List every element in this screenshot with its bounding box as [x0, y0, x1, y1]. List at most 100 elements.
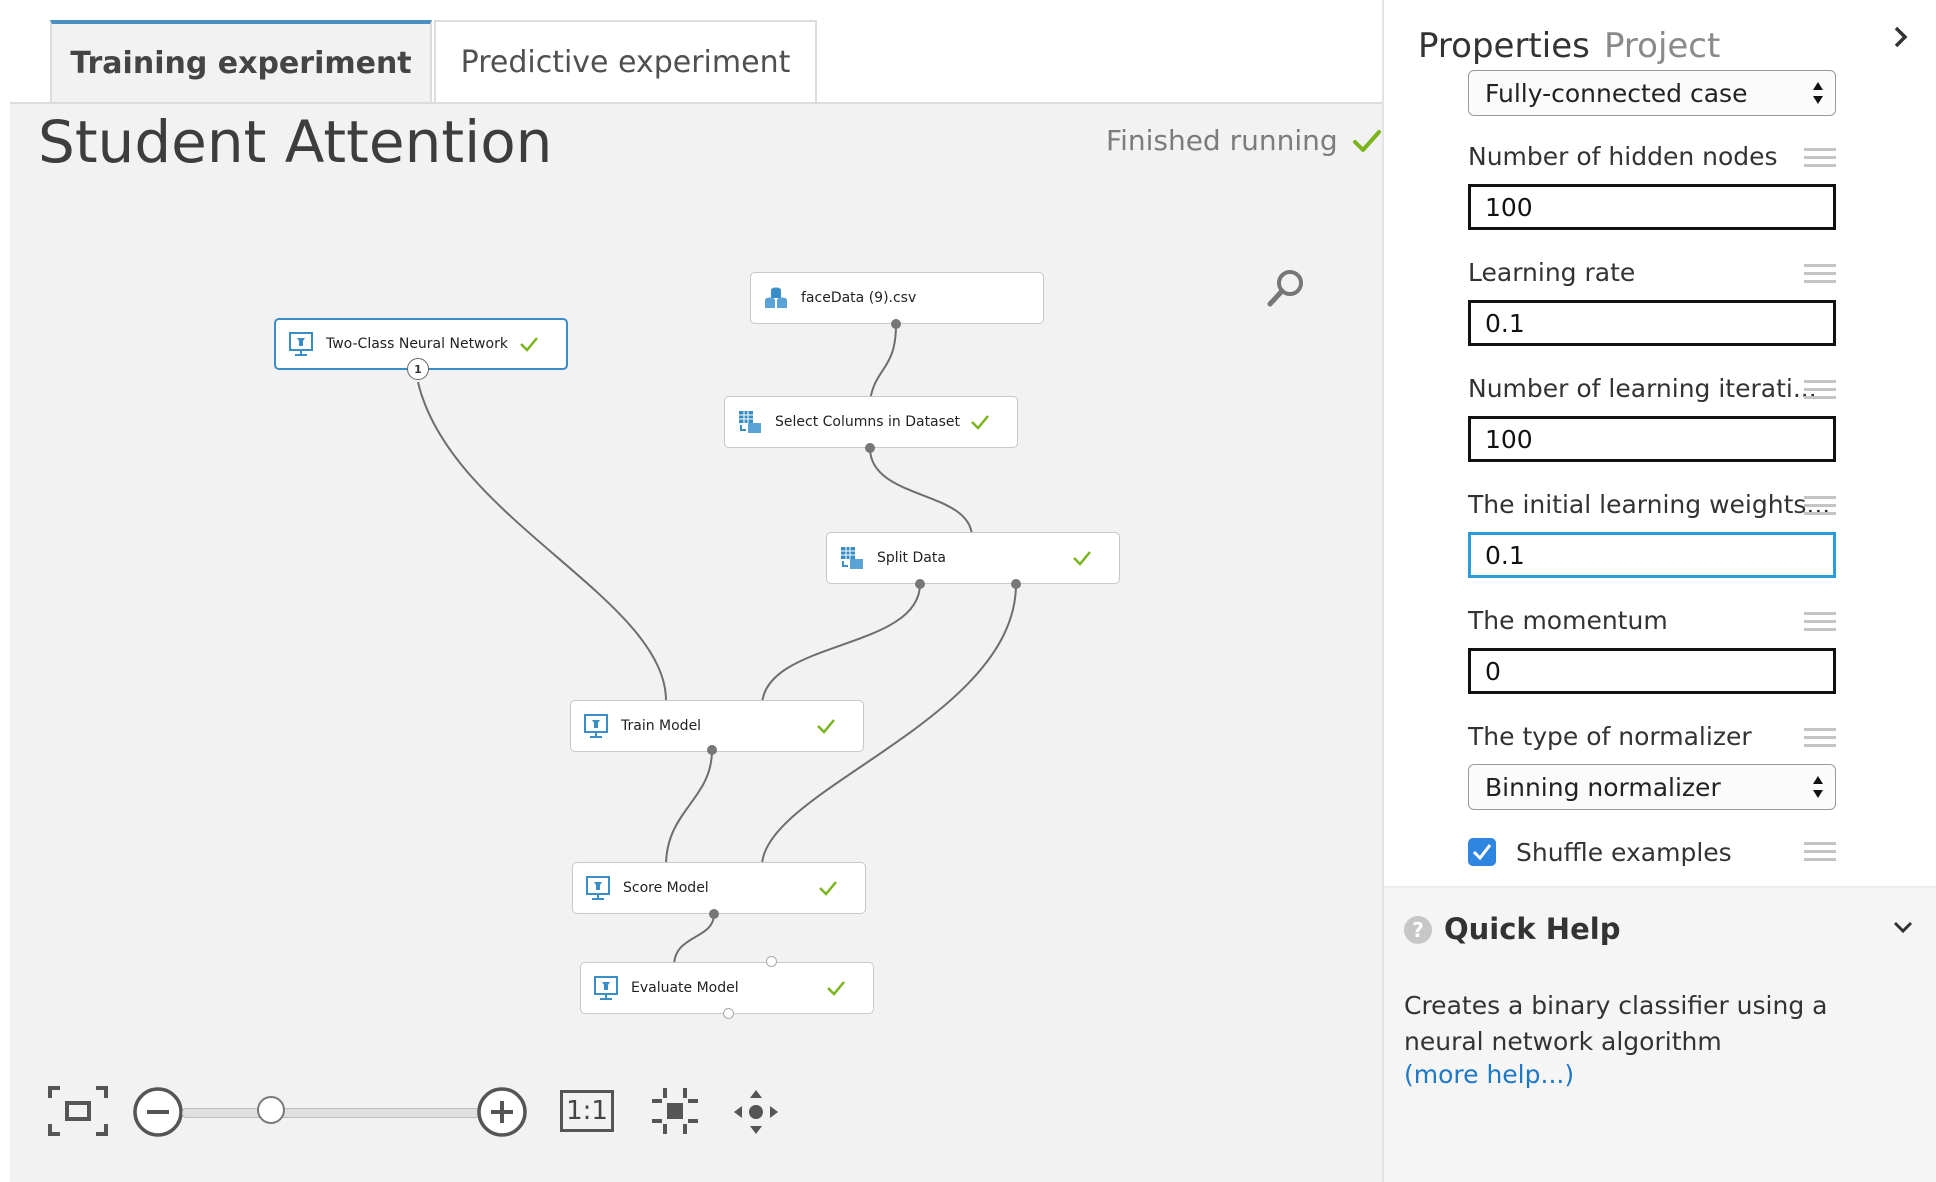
output-port[interactable]	[709, 909, 719, 919]
drag-handle-icon[interactable]	[1804, 380, 1836, 406]
actual-size-label: 1:1	[566, 1096, 608, 1126]
wire-neuralnet-to-train	[417, 381, 668, 705]
normalizer-label: The type of normalizer	[1468, 722, 1752, 751]
drag-handle-icon[interactable]	[1804, 264, 1836, 290]
topology-select[interactable]: Fully-connected case	[1468, 70, 1836, 116]
fit-to-screen-icon[interactable]	[48, 1086, 108, 1136]
drag-handle-icon[interactable]	[1804, 842, 1836, 868]
zoom-slider-handle[interactable]	[257, 1096, 286, 1124]
node-label: Two-Class Neural Network	[326, 336, 508, 352]
wire-train-to-score	[665, 749, 713, 867]
hidden-nodes-input[interactable]: 100	[1468, 184, 1836, 230]
model-icon	[289, 332, 313, 356]
learning-rate-label: Learning rate	[1468, 258, 1636, 287]
check-icon	[971, 415, 989, 430]
learning-iterations-value: 100	[1485, 424, 1533, 454]
check-icon	[1352, 129, 1381, 152]
momentum-value: 0	[1485, 656, 1501, 686]
node-facedata-csv[interactable]: faceData (9).csv	[750, 272, 1044, 324]
check-icon	[819, 881, 837, 896]
wire-score-to-evaluate	[673, 913, 715, 967]
search-icon[interactable]	[1262, 264, 1310, 312]
experiment-title: Student Attention	[38, 108, 553, 176]
node-train-model[interactable]: Train Model	[570, 700, 864, 752]
model-icon	[586, 876, 610, 900]
node-select-columns-in-dataset[interactable]: Select Columns in Dataset	[724, 396, 1018, 448]
output-port-right[interactable]	[1011, 579, 1021, 589]
chevron-down-icon[interactable]	[1892, 916, 1914, 938]
wire-split-to-score	[761, 583, 1017, 867]
checkmark-icon	[1472, 844, 1492, 861]
table-transform-icon	[739, 411, 761, 433]
hidden-nodes-value: 100	[1485, 192, 1533, 222]
model-icon	[584, 714, 608, 738]
actual-size-button[interactable]: 1:1	[560, 1090, 614, 1132]
quick-help-title: Quick Help	[1444, 912, 1621, 946]
select-arrows-icon	[1813, 776, 1823, 798]
initial-weights-label: The initial learning weights...	[1468, 490, 1831, 519]
output-port[interactable]	[891, 319, 901, 329]
select-arrows-icon	[1813, 82, 1823, 104]
help-icon: ?	[1404, 916, 1432, 944]
drag-handle-icon[interactable]	[1804, 612, 1836, 638]
pan-icon[interactable]	[732, 1088, 780, 1136]
output-port-left[interactable]	[915, 579, 925, 589]
input-port-empty[interactable]	[766, 956, 777, 967]
tab-project[interactable]: Project	[1604, 26, 1721, 66]
node-label: Split Data	[877, 550, 946, 566]
hidden-nodes-label: Number of hidden nodes	[1468, 142, 1778, 171]
quick-help-description: Creates a binary classifier using a neur…	[1404, 991, 1828, 1056]
normalizer-select-value: Binning normalizer	[1485, 772, 1721, 802]
initial-weights-value: 0.1	[1485, 540, 1525, 570]
wire-select-to-split	[869, 447, 973, 537]
tab-predictive-experiment[interactable]: Predictive experiment	[434, 20, 817, 102]
check-icon	[1073, 551, 1091, 566]
output-port[interactable]	[865, 443, 875, 453]
output-port[interactable]	[707, 745, 717, 755]
drag-handle-icon[interactable]	[1804, 148, 1836, 174]
experiment-canvas[interactable]: Training experiment Predictive experimen…	[10, 0, 1382, 1182]
momentum-input[interactable]: 0	[1468, 648, 1836, 694]
quick-help-section	[1384, 888, 1936, 1182]
more-help-link[interactable]: (more help...)	[1404, 1060, 1575, 1089]
shuffle-checkbox[interactable]	[1468, 838, 1496, 866]
node-label: Score Model	[623, 880, 709, 896]
run-status: Finished running	[1106, 124, 1382, 157]
drag-handle-icon[interactable]	[1804, 496, 1836, 522]
check-icon	[520, 337, 538, 352]
normalizer-select[interactable]: Binning normalizer	[1468, 764, 1836, 810]
initial-weights-input[interactable]: 0.1	[1468, 532, 1836, 578]
tab-training-experiment[interactable]: Training experiment	[50, 20, 432, 102]
zoom-slider-track[interactable]	[182, 1108, 480, 1118]
check-icon	[817, 719, 835, 734]
learning-rate-value: 0.1	[1485, 308, 1525, 338]
dataset-icon	[765, 287, 787, 308]
shuffle-label: Shuffle examples	[1516, 838, 1732, 867]
model-icon	[594, 976, 618, 1000]
learning-iterations-input[interactable]: 100	[1468, 416, 1836, 462]
output-port-empty[interactable]	[723, 1008, 734, 1019]
node-score-model[interactable]: Score Model	[572, 862, 866, 914]
zoom-in-icon[interactable]	[476, 1086, 528, 1138]
topology-select-value: Fully-connected case	[1485, 78, 1748, 108]
wire-split-to-train	[761, 583, 921, 705]
drag-handle-icon[interactable]	[1804, 728, 1836, 754]
node-label: Train Model	[621, 718, 702, 734]
properties-panel: Properties Project Fully-connected case …	[1382, 0, 1936, 1182]
learning-rate-input[interactable]: 0.1	[1468, 300, 1836, 346]
node-label: faceData (9).csv	[801, 290, 917, 306]
check-icon	[827, 981, 845, 996]
node-evaluate-model[interactable]: Evaluate Model	[580, 962, 874, 1014]
fit-selection-icon[interactable]	[650, 1086, 700, 1136]
divider	[1384, 886, 1936, 888]
zoom-out-icon[interactable]	[132, 1086, 184, 1138]
wire-facedata-to-select	[869, 323, 897, 401]
output-port-1[interactable]: 1	[407, 358, 429, 380]
node-split-data[interactable]: Split Data	[826, 532, 1120, 584]
chevron-right-icon[interactable]	[1890, 24, 1912, 50]
momentum-label: The momentum	[1468, 606, 1668, 635]
table-transform-icon	[841, 547, 863, 569]
run-status-text: Finished running	[1106, 124, 1338, 157]
tab-properties[interactable]: Properties	[1418, 26, 1590, 66]
node-label: Select Columns in Dataset	[775, 414, 961, 430]
